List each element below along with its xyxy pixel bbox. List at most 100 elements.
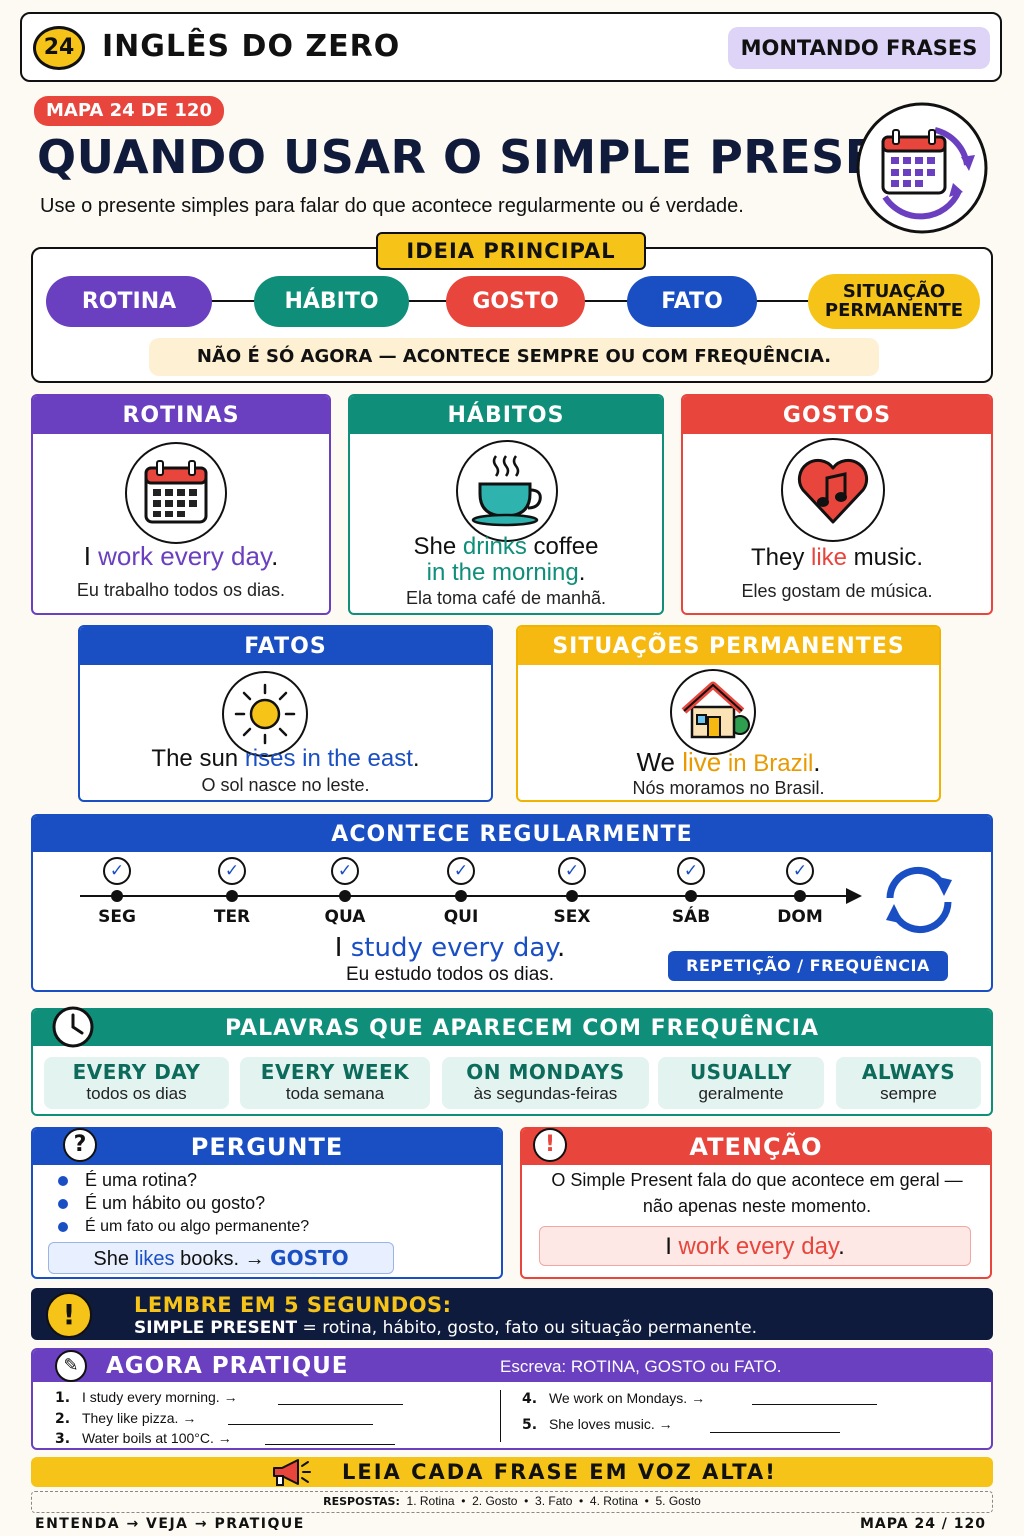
frequency-word-en: EVERY DAY <box>72 1060 201 1084</box>
attention-text-line1: O Simple Present fala do que acontece em… <box>551 1170 963 1190</box>
card-gostos: GOSTOS They like music. Eles gostam de m… <box>681 394 993 615</box>
map-progress-badge: MAPA 24 DE 120 <box>34 96 224 126</box>
card-habitos-title: HÁBITOS <box>350 396 662 434</box>
clock-icon <box>52 1006 94 1048</box>
sentence-highlight: in the morning <box>426 559 579 586</box>
series-title: INGLÊS DO ZERO <box>102 29 401 64</box>
page-title: QUANDO USAR O SIMPLE PRESENT <box>37 130 948 184</box>
practice-item-3: 3. Water boils at 100°C. → <box>55 1430 232 1447</box>
timeline-dot <box>111 890 123 902</box>
sentence-part: The sun <box>151 745 245 772</box>
check-icon: ✓ <box>331 857 359 885</box>
regular-sentence: I study every day. <box>250 933 650 963</box>
frequency-word-pt: todos os dias <box>86 1084 187 1103</box>
answer-blank[interactable] <box>752 1404 877 1405</box>
answer-item: 2. Gosto <box>472 1494 518 1508</box>
practice-number: 2. <box>55 1411 71 1427</box>
day-label: SEX <box>553 907 591 927</box>
frequency-title: PALAVRAS QUE APARECEM COM FREQUÊNCIA <box>33 1010 991 1046</box>
sentence-part: I <box>83 541 99 571</box>
card-habitos-translation: Ela toma café de manhã. <box>405 588 607 608</box>
sentence-highlight: like <box>811 544 848 571</box>
timeline-dot <box>685 890 697 902</box>
card-fatos-sentence: The sun rises in the east. <box>80 745 491 773</box>
card-gostos-title: GOSTOS <box>683 396 991 434</box>
practice-title: AGORA PRATIQUE <box>106 1353 349 1379</box>
answer-item: 3. Fato <box>535 1494 573 1508</box>
sentence-part: They <box>750 544 811 571</box>
answer-blank[interactable] <box>710 1432 840 1433</box>
pencil-icon: ✎ <box>55 1350 87 1382</box>
practice-text: I study every morning. → <box>81 1389 238 1405</box>
remember-rest: = rotina, hábito, gosto, fato ou situaçã… <box>297 1318 758 1338</box>
sentence-part: . <box>578 559 586 586</box>
answer-blank[interactable] <box>265 1444 395 1445</box>
example-part: I <box>665 1233 679 1260</box>
timeline-dot <box>566 890 578 902</box>
read-aloud-text: LEIA CADA FRASE EM VOZ ALTA! <box>342 1460 777 1484</box>
example-part: She <box>93 1248 135 1270</box>
practice-text: We work on Mondays. → <box>548 1390 706 1406</box>
main-idea-note: NÃO É SÓ AGORA — ACONTECE SEMPRE OU COM … <box>149 338 879 376</box>
series-tag: MONTANDO FRASES <box>728 27 990 69</box>
day-label: QUA <box>324 907 366 927</box>
answers-box <box>31 1491 993 1513</box>
read-aloud-banner <box>31 1457 993 1487</box>
calendar-icon <box>144 460 208 524</box>
answer-item: 1. Rotina <box>406 1494 455 1508</box>
map-number-badge: 24 <box>33 26 85 70</box>
practice-item-1: 1. I study every morning. → <box>55 1389 238 1406</box>
day-label: SÁB <box>671 907 711 927</box>
bullet-dot <box>58 1222 68 1232</box>
pill-situacao-permanente: SITUAÇÃO PERMANENTE <box>808 274 980 329</box>
regular-translation: Eu estudo todos os dias. <box>345 964 555 985</box>
practice-panel <box>31 1348 993 1450</box>
card-permanentes-title: SITUAÇÕES PERMANENTES <box>518 627 939 665</box>
remember-title: LEMBRE EM 5 SEGUNDOS: <box>134 1293 452 1317</box>
attention-title: ATENÇÃO <box>522 1129 990 1165</box>
pill-fato: FATO <box>627 276 757 327</box>
answers-label: RESPOSTAS: <box>323 1495 400 1508</box>
sentence-highlight: day <box>504 933 557 963</box>
question-item: É uma rotina? <box>85 1170 198 1190</box>
practice-text: She loves music. → <box>548 1416 673 1432</box>
practice-number: 4. <box>522 1391 538 1407</box>
page-subtitle: Use o presente simples para falar do que… <box>40 195 744 217</box>
pill-gosto: GOSTO <box>446 276 585 327</box>
frequency-word-en: EVERY WEEK <box>260 1060 410 1084</box>
answer-blank[interactable] <box>278 1404 403 1405</box>
footer-map-count: MAPA 24 / 120 <box>860 1516 987 1532</box>
frequency-word-pt: sempre <box>880 1084 937 1103</box>
card-fatos-translation: O sol nasce no leste. <box>201 775 370 795</box>
example-highlight: likes <box>134 1248 175 1270</box>
answer-item: 4. Rotina <box>589 1494 638 1508</box>
card-rotinas-title: ROTINAS <box>33 396 329 434</box>
frequency-word-en: ON MONDAYS <box>466 1060 625 1084</box>
answers-line: RESPOSTAS: 1. Rotina • 2. Gosto • 3. Fat… <box>323 1494 701 1508</box>
frequency-word-en: ALWAYS <box>861 1060 956 1084</box>
check-icon: ✓ <box>218 857 246 885</box>
card-permanentes-sentence: We live in Brazil. <box>518 747 939 778</box>
frequency-word-pt: toda semana <box>285 1084 385 1103</box>
main-idea-label: IDEIA PRINCIPAL <box>376 232 646 270</box>
example-part: books. → <box>174 1248 271 1270</box>
sentence-part: I <box>334 933 351 963</box>
sentence-highlight: live <box>682 747 722 777</box>
sentence-part: coffee <box>526 533 599 560</box>
sentence-part: We <box>636 747 683 777</box>
sentence-part: . <box>813 747 821 777</box>
answer-item: 5. Gosto <box>655 1494 701 1508</box>
question-item: É um hábito ou gosto? <box>85 1193 266 1213</box>
card-gostos-sentence: They like music. <box>683 544 991 572</box>
attention-example: I work every day. <box>539 1226 971 1266</box>
practice-number: 3. <box>55 1431 71 1447</box>
exclamation-icon: ! <box>533 1128 567 1162</box>
answer-blank[interactable] <box>228 1424 373 1425</box>
card-rotinas-sentence: I work every day. <box>33 541 329 572</box>
practice-text: They like pizza. → <box>81 1410 197 1426</box>
